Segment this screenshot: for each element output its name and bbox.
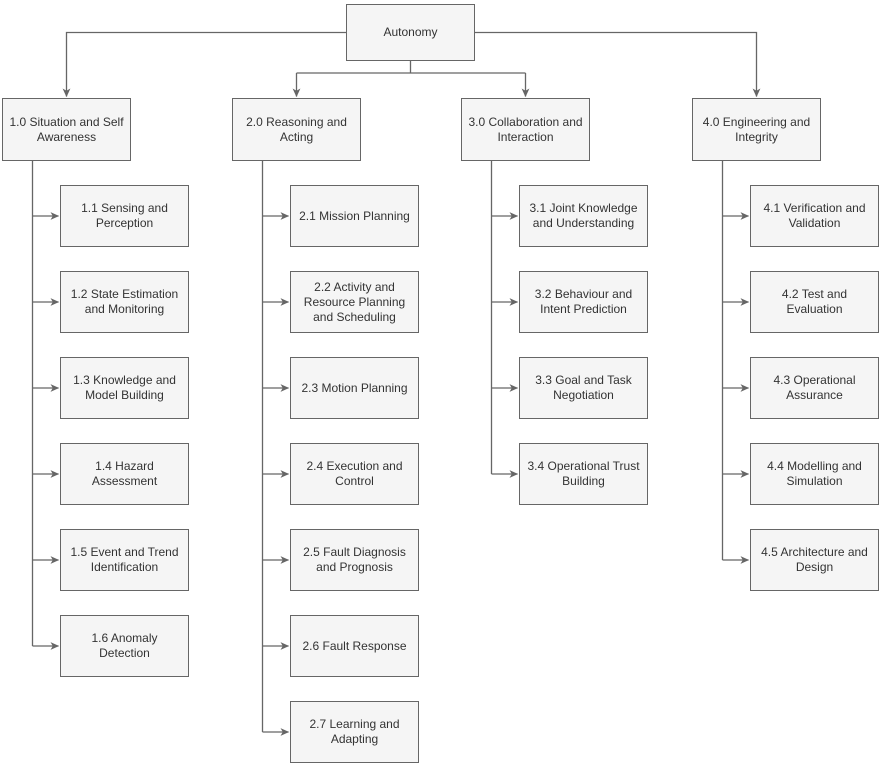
- branch-node-2-0-label: 2.0 Reasoning and Acting: [246, 114, 347, 144]
- leaf-node-3-1-label: 3.1 Joint Knowledge and Understanding: [529, 201, 638, 230]
- leaf-node-2-6-label: 2.6 Fault Response: [302, 638, 407, 653]
- leaf-node-1-4-label: 1.4 Hazard Assessment: [91, 459, 158, 488]
- leaf-node-4-2: 4.2 Test and Evaluation: [750, 271, 879, 333]
- connector-edge: [62, 31, 346, 98]
- connector-edge: [475, 31, 761, 98]
- leaf-node-1-3: 1.3 Knowledge and Model Building: [60, 357, 189, 419]
- leaf-node-4-3: 4.3 Operational Assurance: [750, 357, 879, 419]
- leaf-node-1-1-label: 1.1 Sensing and Perception: [81, 201, 168, 230]
- leaf-node-1-5: 1.5 Event and Trend Identification: [60, 529, 189, 591]
- leaf-node-2-7-label: 2.7 Learning and Adapting: [309, 717, 400, 746]
- leaf-node-1-6-label: 1.6 Anomaly Detection: [91, 631, 158, 660]
- branch-node-1-0-label: 1.0 Situation and Self Awareness: [9, 114, 124, 144]
- leaf-node-2-6: 2.6 Fault Response: [290, 615, 419, 677]
- leaf-node-4-4: 4.4 Modelling and Simulation: [750, 443, 879, 505]
- leaf-node-4-2-label: 4.2 Test and Evaluation: [781, 287, 848, 316]
- leaf-node-4-1-label: 4.1 Verification and Validation: [763, 201, 866, 230]
- branch-node-4-0-label: 4.0 Engineering and Integrity: [702, 114, 811, 144]
- leaf-node-3-3: 3.3 Goal and Task Negotiation: [519, 357, 648, 419]
- leaf-node-1-6: 1.6 Anomaly Detection: [60, 615, 189, 677]
- leaf-node-1-2-label: 1.2 State Estimation and Monitoring: [70, 287, 179, 316]
- leaf-node-2-4-label: 2.4 Execution and Control: [306, 459, 403, 488]
- leaf-node-2-2-label: 2.2 Activity and Resource Planning and S…: [303, 279, 406, 324]
- leaf-node-2-5: 2.5 Fault Diagnosis and Prognosis: [290, 529, 419, 591]
- branch-node-3-0: 3.0 Collaboration and Interaction: [461, 98, 590, 161]
- leaf-node-2-5-label: 2.5 Fault Diagnosis and Prognosis: [303, 545, 406, 574]
- leaf-node-3-2: 3.2 Behaviour and Intent Prediction: [519, 271, 648, 333]
- branch-node-2-0: 2.0 Reasoning and Acting: [232, 98, 361, 161]
- branch-node-1-0: 1.0 Situation and Self Awareness: [2, 98, 131, 161]
- leaf-node-1-4: 1.4 Hazard Assessment: [60, 443, 189, 505]
- leaf-node-3-4-label: 3.4 Operational Trust Building: [527, 459, 640, 488]
- leaf-node-4-4-label: 4.4 Modelling and Simulation: [767, 459, 862, 488]
- leaf-node-4-5-label: 4.5 Architecture and Design: [761, 545, 868, 574]
- leaf-node-4-3-label: 4.3 Operational Assurance: [773, 373, 856, 402]
- leaf-node-1-1: 1.1 Sensing and Perception: [60, 185, 189, 247]
- leaf-node-2-1-label: 2.1 Mission Planning: [299, 208, 410, 223]
- branch-node-4-0: 4.0 Engineering and Integrity: [692, 98, 821, 161]
- leaf-node-4-1: 4.1 Verification and Validation: [750, 185, 879, 247]
- leaf-node-2-3-label: 2.3 Motion Planning: [301, 380, 408, 395]
- leaf-node-2-1: 2.1 Mission Planning: [290, 185, 419, 247]
- leaf-node-2-7: 2.7 Learning and Adapting: [290, 701, 419, 763]
- leaf-node-1-2: 1.2 State Estimation and Monitoring: [60, 271, 189, 333]
- leaf-node-1-5-label: 1.5 Event and Trend Identification: [70, 545, 179, 574]
- leaf-node-2-4: 2.4 Execution and Control: [290, 443, 419, 505]
- leaf-node-3-1: 3.1 Joint Knowledge and Understanding: [519, 185, 648, 247]
- branch-node-3-0-label: 3.0 Collaboration and Interaction: [468, 114, 583, 144]
- leaf-node-3-4: 3.4 Operational Trust Building: [519, 443, 648, 505]
- leaf-node-2-2: 2.2 Activity and Resource Planning and S…: [290, 271, 419, 333]
- root-node-autonomy-label: Autonomy: [383, 25, 438, 39]
- root-node-autonomy: Autonomy: [346, 4, 475, 61]
- leaf-node-4-5: 4.5 Architecture and Design: [750, 529, 879, 591]
- leaf-node-3-3-label: 3.3 Goal and Task Negotiation: [535, 373, 632, 402]
- leaf-node-2-3: 2.3 Motion Planning: [290, 357, 419, 419]
- leaf-node-3-2-label: 3.2 Behaviour and Intent Prediction: [534, 287, 633, 316]
- leaf-node-1-3-label: 1.3 Knowledge and Model Building: [73, 373, 176, 402]
